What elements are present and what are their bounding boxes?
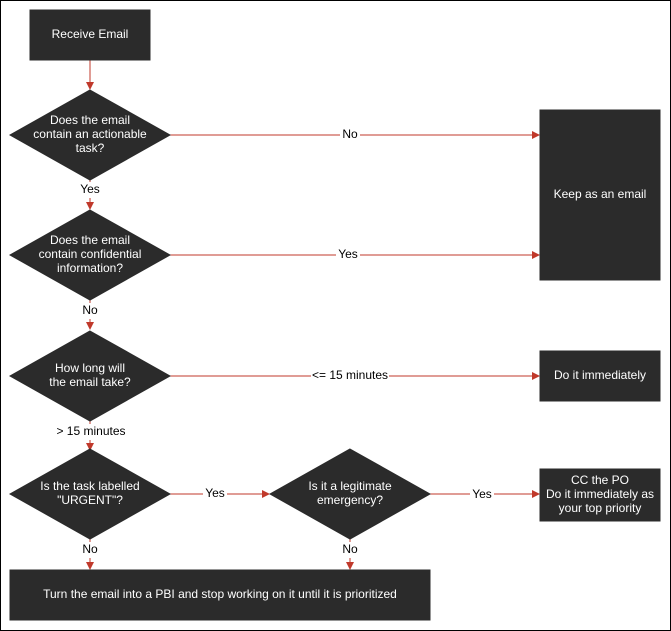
node-label-line: emergency? <box>317 493 383 507</box>
node-label-line: CC the PO <box>571 473 629 487</box>
node-keep-email-label: Keep as an email <box>554 187 647 201</box>
node-label-line: Does the email <box>50 233 130 247</box>
node-label-line: Is it a legitimate <box>308 479 392 493</box>
edge-label-emergency-no: No <box>342 542 358 556</box>
node-label-line: Do it immediately as <box>546 487 654 501</box>
node-label-line: task? <box>76 141 105 155</box>
node-turn-into-pbi-label: Turn the email into a PBI and stop worki… <box>43 587 397 601</box>
node-do-immediately-label: Do it immediately <box>554 368 646 382</box>
node-label-line: contain confidential <box>39 247 142 261</box>
node-label-line: contain an actionable <box>33 127 147 141</box>
node-label-line: How long will <box>55 361 125 375</box>
node-turn-into-pbi: Turn the email into a PBI and stop worki… <box>9 569 431 621</box>
node-label-line: Does the email <box>50 113 130 127</box>
edge-label-confidential-no: No <box>82 303 98 317</box>
node-label-line: Turn the email into a PBI and stop worki… <box>43 587 397 601</box>
edge-label-urgent-yes: Yes <box>205 486 225 500</box>
edge-label-actionable-no: No <box>342 127 358 141</box>
edge-label-urgent-no: No <box>82 542 98 556</box>
edge-label-time-long: > 15 minutes <box>56 424 125 438</box>
node-urgent-label: Is the task labelled"URGENT"? <box>40 479 139 507</box>
node-label-line: Receive Email <box>52 27 129 41</box>
node-label-line: Keep as an email <box>554 187 647 201</box>
node-label-line: Do it immediately <box>554 368 646 382</box>
node-do-immediately: Do it immediately <box>539 350 661 402</box>
node-label-line: the email take? <box>49 375 131 389</box>
edge-label-confidential-yes: Yes <box>338 247 358 261</box>
node-label-line: information? <box>57 261 123 275</box>
node-label-line: your top priority <box>559 501 642 515</box>
node-urgent: Is the task labelled"URGENT"? <box>8 448 172 540</box>
node-label-line: Is the task labelled <box>40 479 139 493</box>
node-keep-email: Keep as an email <box>539 109 661 281</box>
node-receive-email: Receive Email <box>29 9 151 61</box>
edge-label-time-short: <= 15 minutes <box>312 368 388 382</box>
node-label-line: "URGENT"? <box>57 493 123 507</box>
node-receive-email-label: Receive Email <box>52 27 129 41</box>
edge-label-actionable-yes: Yes <box>80 182 100 196</box>
edge-label-emergency-yes: Yes <box>472 487 492 501</box>
